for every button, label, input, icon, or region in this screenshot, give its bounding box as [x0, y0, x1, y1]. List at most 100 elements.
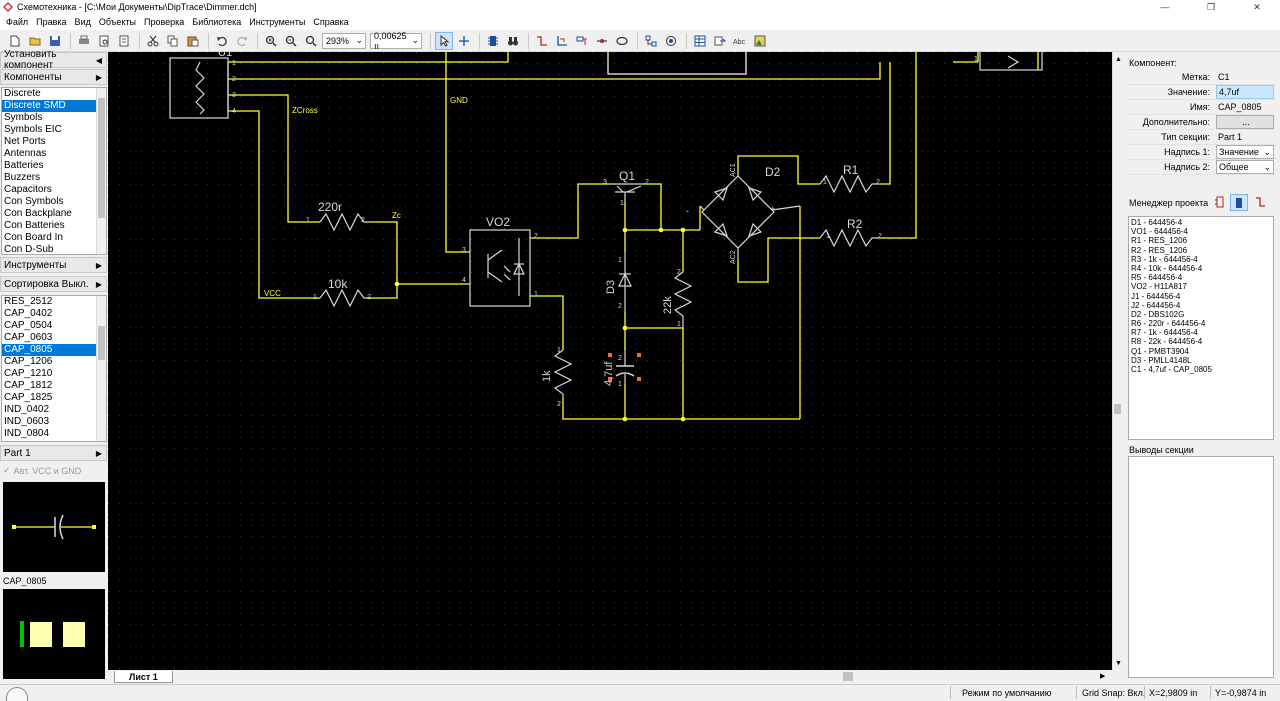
- selected-pin[interactable]: [637, 353, 641, 357]
- r8-resistor[interactable]: [673, 271, 693, 328]
- part-list-item[interactable]: CAP_0504: [4, 320, 53, 331]
- selected-pin[interactable]: [608, 353, 612, 357]
- minimize-button[interactable]: —: [1160, 2, 1170, 12]
- part-list-item[interactable]: CAP_1825: [4, 392, 53, 403]
- project-component-item[interactable]: J2 - 644456-4: [1131, 300, 1181, 310]
- part-list-item[interactable]: CAP_1206: [4, 356, 53, 367]
- select-tool-button[interactable]: [435, 31, 453, 50]
- scroll-thumb[interactable]: [1114, 404, 1121, 414]
- export-button[interactable]: [115, 32, 133, 50]
- new-file-button[interactable]: [6, 32, 24, 50]
- zoom-out-button[interactable]: [282, 32, 300, 50]
- schematic-canvas[interactable]: U1 GND ZCross VCC Zc 220r 10k VO2 Q1 D3 …: [108, 52, 1112, 670]
- component-button[interactable]: [484, 32, 502, 50]
- part-list-item[interactable]: IND_0804: [4, 428, 50, 439]
- library-list-item[interactable]: Con Backplane: [4, 208, 72, 219]
- undo-button[interactable]: [213, 32, 231, 50]
- project-component-item[interactable]: R6 - 220r - 644456-4: [1131, 319, 1206, 329]
- cross-tool-button[interactable]: [455, 32, 473, 50]
- project-component-item[interactable]: R5 - 644456-4: [1131, 273, 1183, 283]
- wire[interactable]: [445, 52, 470, 253]
- d2-bridge-rectifier[interactable]: [699, 174, 801, 260]
- manager-chips-button[interactable]: [1230, 194, 1248, 211]
- erc-button[interactable]: [662, 32, 680, 50]
- bus-button[interactable]: [553, 32, 571, 50]
- r7-resistor[interactable]: [553, 349, 573, 398]
- library-list-item[interactable]: Symbols: [4, 112, 43, 123]
- library-list-item[interactable]: Con Symbols: [4, 196, 64, 207]
- wire[interactable]: [737, 155, 820, 185]
- library-list-item[interactable]: Con Batteries: [4, 220, 65, 231]
- table-button[interactable]: [691, 32, 709, 50]
- project-component-item[interactable]: R7 - 1k - 644456-4: [1131, 328, 1198, 338]
- menu-verification[interactable]: Проверка: [143, 17, 185, 27]
- cut-button[interactable]: [144, 32, 162, 50]
- refdes-field[interactable]: C1: [1218, 72, 1230, 82]
- menu-library[interactable]: Библиотека: [192, 17, 242, 27]
- wire[interactable]: [370, 284, 398, 299]
- zoom-fit-button[interactable]: [302, 32, 320, 50]
- close-button[interactable]: ✕: [1253, 1, 1261, 12]
- library-list-item[interactable]: Net Ports: [4, 136, 46, 147]
- part-list-item[interactable]: CAP_0805: [2, 344, 106, 356]
- schematic-drawing[interactable]: U1 GND ZCross VCC Zc 220r 10k VO2 Q1 D3 …: [108, 52, 1112, 670]
- project-component-item[interactable]: D3 - PMLL4148L: [1131, 355, 1192, 365]
- menu-file[interactable]: Файл: [6, 17, 29, 27]
- wire[interactable]: [228, 52, 509, 63]
- project-component-item[interactable]: R2 - RES_1206: [1131, 245, 1188, 255]
- library-list-item[interactable]: Discrete: [4, 88, 41, 99]
- library-list-item[interactable]: Batteries: [4, 160, 44, 171]
- install-component-header[interactable]: Установить компонент◀: [0, 49, 107, 71]
- components-header[interactable]: Компоненты▶: [0, 69, 107, 85]
- wire[interactable]: [530, 295, 564, 350]
- wire[interactable]: [530, 183, 613, 239]
- d3-diode[interactable]: [618, 252, 632, 312]
- menu-help[interactable]: Справка: [313, 17, 349, 27]
- project-component-item[interactable]: VO2 - H11A817: [1131, 282, 1187, 292]
- bus-connector-button[interactable]: [593, 32, 611, 50]
- manager-nets-button[interactable]: [1254, 195, 1266, 209]
- find-button[interactable]: [504, 32, 522, 50]
- library-list-scrollbar[interactable]: [96, 88, 106, 254]
- maximize-button[interactable]: ❐: [1206, 1, 1216, 12]
- wire[interactable]: [370, 221, 470, 285]
- library-list-item[interactable]: Symbols EIC: [4, 124, 62, 135]
- part-list-item[interactable]: IND_0603: [4, 416, 50, 427]
- wire[interactable]: [228, 94, 320, 223]
- part-list-item[interactable]: CAP_0402: [4, 308, 53, 319]
- library-list-item[interactable]: Capacitors: [4, 184, 52, 195]
- tools-header[interactable]: Инструменты▶: [0, 257, 107, 273]
- selected-pin[interactable]: [637, 377, 641, 381]
- manager-components-button[interactable]: [1214, 195, 1226, 209]
- vo2-optocoupler[interactable]: [469, 229, 531, 307]
- part-list-item[interactable]: CAP_1812: [4, 380, 53, 391]
- print-button[interactable]: [75, 32, 93, 50]
- part-header[interactable]: Part 1▶: [0, 445, 107, 461]
- grid-size-select[interactable]: 0,00625 ıı⌄: [370, 31, 422, 51]
- scroll-down-arrow-icon[interactable]: ▼: [1115, 660, 1122, 667]
- c1-capacitor[interactable]: [608, 350, 641, 384]
- image-button[interactable]: [751, 32, 769, 50]
- zoom-in-button[interactable]: [262, 32, 280, 50]
- part-list-item[interactable]: CAP_0603: [4, 332, 53, 343]
- wire[interactable]: [880, 62, 891, 185]
- part-list-scrollbar[interactable]: [96, 296, 106, 441]
- sort-header[interactable]: Сортировка Выкл.▶: [0, 276, 107, 292]
- hierarchy-button[interactable]: [642, 32, 660, 50]
- project-component-item[interactable]: D2 - DBS102G: [1131, 309, 1185, 319]
- convert-button[interactable]: [711, 32, 729, 50]
- wire[interactable]: [562, 398, 800, 420]
- scroll-right-arrow-icon[interactable]: ▶: [1100, 673, 1106, 680]
- project-component-item[interactable]: R3 - 1k - 644456-4: [1131, 254, 1198, 264]
- scroll-thumb[interactable]: [98, 326, 105, 360]
- sheet-tab[interactable]: Лист 1: [114, 671, 173, 683]
- project-component-item[interactable]: VO1 - 644456-4: [1131, 227, 1188, 237]
- canvas-vertical-scrollbar[interactable]: ▲ ▼: [1112, 52, 1122, 670]
- wire[interactable]: [880, 52, 917, 239]
- menu-objects[interactable]: Объекты: [98, 17, 136, 27]
- r2-resistor[interactable]: [819, 228, 880, 248]
- canvas-horizontal-scrollbar[interactable]: Лист 1 ▶: [108, 670, 1112, 684]
- label2-select[interactable]: Общее⌄: [1216, 160, 1274, 174]
